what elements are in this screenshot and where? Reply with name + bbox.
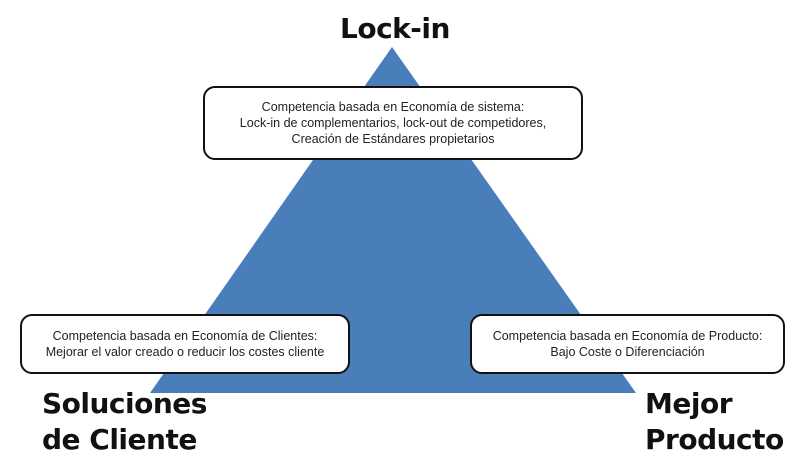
vertex-label-soluciones-de-cliente: Soluciones de Cliente bbox=[42, 386, 207, 458]
box-right-line2: Bajo Coste o Diferenciación bbox=[550, 345, 705, 359]
box-right-line1: Competencia basada en Economía de Produc… bbox=[492, 329, 763, 343]
vertex-label-right-line2: Producto bbox=[645, 423, 784, 456]
box-economia-de-producto: Competencia basada en Economía de Produc… bbox=[470, 314, 785, 374]
vertex-label-left-line1: Soluciones bbox=[42, 387, 207, 420]
strategy-triangle bbox=[150, 47, 636, 393]
box-top-line1: Competencia basada en Economía de sistem… bbox=[261, 100, 525, 114]
vertex-label-right-line1: Mejor bbox=[645, 387, 732, 420]
box-left-line1: Competencia basada en Economía de Client… bbox=[52, 329, 318, 343]
box-economia-de-clientes: Competencia basada en Economía de Client… bbox=[20, 314, 350, 374]
box-left-line2: Mejorar el valor creado o reducir los co… bbox=[45, 345, 325, 359]
vertex-label-mejor-producto: Mejor Producto bbox=[645, 386, 784, 458]
vertex-label-lock-in: Lock-in bbox=[340, 12, 450, 45]
vertex-label-left-line2: de Cliente bbox=[42, 423, 197, 456]
box-top-line2: Lock-in de complementarios, lock-out de … bbox=[239, 116, 547, 130]
box-top-line3: Creación de Estándares propietarios bbox=[291, 132, 495, 146]
box-economia-de-sistema: Competencia basada en Economía de sistem… bbox=[203, 86, 583, 160]
